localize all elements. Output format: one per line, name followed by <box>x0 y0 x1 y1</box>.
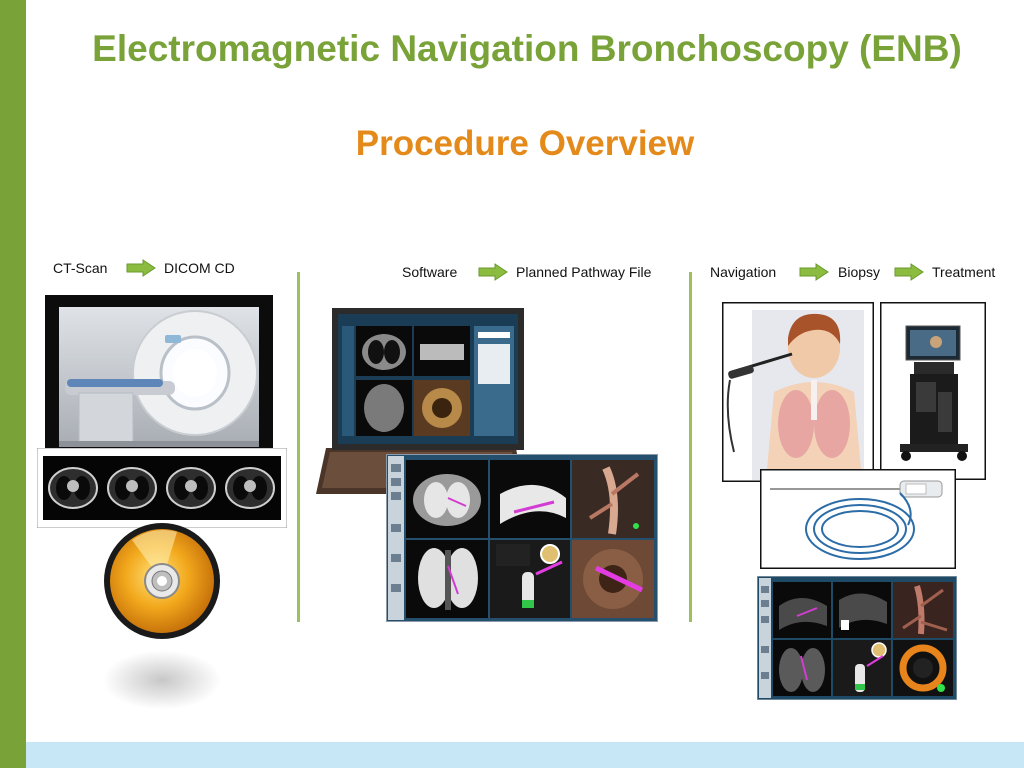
step-dicom-cd: DICOM CD <box>164 260 235 276</box>
ct-scanner-image <box>45 295 273 450</box>
divider-right <box>689 272 692 622</box>
step-biopsy: Biopsy <box>838 264 881 280</box>
slide-subtitle: Procedure Overview <box>355 124 695 163</box>
ct-slice-strip-image <box>37 448 287 528</box>
step-treatment: Treatment <box>932 264 996 280</box>
step-ct-scan: CT-Scan <box>53 260 108 276</box>
navigation-screen-image <box>757 576 957 700</box>
green-right-arrow-icon <box>799 263 829 281</box>
bottom-band <box>26 742 1024 768</box>
step-software: Software <box>402 264 458 280</box>
green-right-arrow-icon <box>894 263 924 281</box>
slide-title: Electromagnetic Navigation Bronchoscopy … <box>92 28 962 69</box>
green-right-arrow-icon <box>126 259 156 277</box>
step-navigation: Navigation <box>710 264 777 280</box>
divider-left <box>297 272 300 622</box>
edge-catheter-image <box>760 469 956 569</box>
navigation-console-image <box>880 302 986 480</box>
patient-navigation-illustration <box>722 302 874 482</box>
planning-software-screen-image <box>386 454 658 622</box>
left-accent-bar <box>0 0 26 768</box>
cd-shadow <box>102 650 222 710</box>
dicom-cd-icon <box>104 523 220 639</box>
step-planned-pathway-file: Planned Pathway File <box>516 264 652 280</box>
green-right-arrow-icon <box>478 263 508 281</box>
